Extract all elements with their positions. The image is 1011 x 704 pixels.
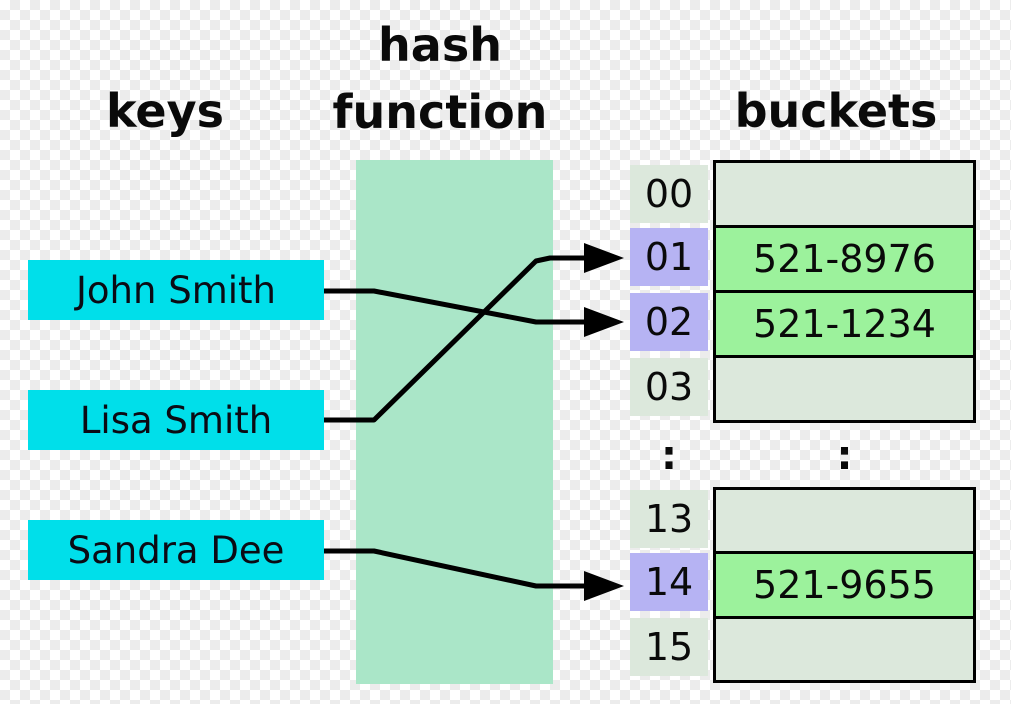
index-cell-03: 03 [630,358,708,416]
key-label: Sandra Dee [67,528,285,572]
key-box-sandra-dee: Sandra Dee [28,520,324,580]
keys-title: keys [106,84,224,138]
bucket-row-03 [716,355,973,420]
key-label: John Smith [76,268,276,312]
index-cell-02: 02 [630,293,708,351]
bucket-row-15 [716,615,973,680]
index-cell-15: 15 [630,618,708,676]
index-cell-01: 01 [630,228,708,286]
key-box-lisa-smith: Lisa Smith [28,390,324,450]
key-box-john-smith: John Smith [28,260,324,320]
bucket-row-02: 521-1234 [716,290,973,355]
hash-function-box [356,160,553,684]
bucket-ellipsis: : [836,433,853,479]
bucket-table-upper: 521-8976 521-1234 [713,160,976,423]
index-cell-14: 14 [630,553,708,611]
bucket-row-00 [716,163,973,225]
bucket-row-01: 521-8976 [716,225,973,290]
index-cell-13: 13 [630,490,708,548]
bucket-table-lower: 521-9655 [713,487,976,683]
index-cell-00: 00 [630,165,708,223]
index-ellipsis: : [661,433,677,479]
key-label: Lisa Smith [79,398,273,442]
bucket-row-14: 521-9655 [716,551,973,616]
buckets-title: buckets [734,84,938,138]
bucket-row-13 [716,490,973,552]
hash-function-title: hash function [332,18,548,139]
